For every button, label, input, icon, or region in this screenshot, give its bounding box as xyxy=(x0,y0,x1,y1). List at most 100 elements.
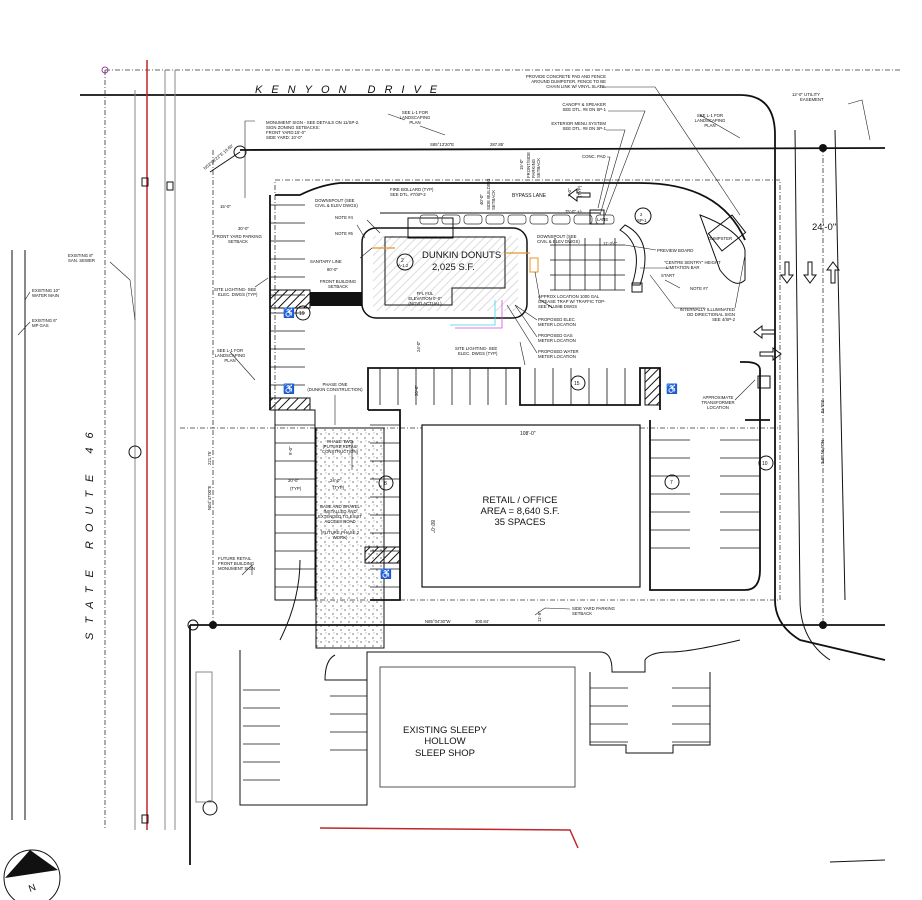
dimension: 11'-5" xyxy=(537,611,542,622)
note-conc-pad: CONC. PAD xyxy=(582,154,606,159)
retail-width: 108'-0" xyxy=(520,431,536,437)
dimension: (TYP) xyxy=(290,486,302,491)
road-name-kenyon-drive: KENYON DRIVE xyxy=(255,84,446,96)
dimension: 7'-0" xyxy=(567,188,572,197)
road-linework xyxy=(11,60,900,863)
preview-board-label: PREVIEW BOARD xyxy=(657,248,693,253)
note-phase-one: PHASE ONE(DUNKIN CONSTRUCTION) xyxy=(307,382,363,392)
note-gas-main: EXISTING 6"MP GAS xyxy=(32,318,58,328)
dimension: 40'-0" xyxy=(479,194,484,205)
sanitary-line-label: SANITARY LINE xyxy=(310,259,342,264)
distance-south: 300.84' xyxy=(475,619,489,624)
dimension: 15'-0" xyxy=(519,159,524,170)
walkway xyxy=(310,292,365,306)
drive-thru-lane xyxy=(380,207,747,293)
queued-car-icon xyxy=(529,214,549,225)
dumpster-label: DUMPSTER xyxy=(708,236,732,241)
hatched-island xyxy=(644,367,661,406)
note-6: NOTE #6 xyxy=(335,231,354,236)
queued-car-icon xyxy=(463,214,483,225)
queued-car-icon xyxy=(441,214,461,225)
stall-count: 10 xyxy=(762,461,768,467)
dimension: 80'-0" xyxy=(327,267,338,272)
bearing-west: N04°47'00"E xyxy=(207,485,212,510)
dimension: 20'-0" xyxy=(414,385,419,396)
dimension: (TYP) xyxy=(577,185,582,197)
bearing-south: N85°04'30"W xyxy=(425,619,452,624)
dunkin-name: DUNKIN DONUTS xyxy=(422,250,501,261)
note-monument-sign: MONUMENT SIGN - SEE DETAILS ON 11/SP-2.S… xyxy=(266,120,359,140)
bearing-north: S85°13'20"E xyxy=(430,142,454,147)
detail-tag-sheet: SP-1 xyxy=(637,218,647,223)
queued-car-icon xyxy=(573,214,593,225)
dimension: 15'-0" xyxy=(220,204,231,209)
traffic-arrow-icons xyxy=(568,188,840,361)
dimension: 24'-0" xyxy=(416,341,421,352)
start-label: START xyxy=(661,273,675,278)
bypass-lane-label: BYPASS LANE xyxy=(512,193,547,199)
phase-two-gravel-area xyxy=(315,427,385,649)
stall-count-markers: 19 15 8 7 10 xyxy=(295,305,774,491)
leader-lines xyxy=(17,86,871,616)
stall-count: 8 xyxy=(384,481,387,487)
dimension: 24'-0" xyxy=(330,478,341,483)
stall-count: 7 xyxy=(670,480,673,486)
north-arrow-icon xyxy=(3,849,61,900)
note-water-main: EXISTING 10"WATER MAIN xyxy=(32,288,60,298)
note-sewer: EXISTING 8"SAN. SEWER xyxy=(68,253,95,263)
existing-sleep-shop xyxy=(195,559,741,806)
distance-north: 287.85' xyxy=(490,142,504,147)
note-fire-bollard: FIRE BOLLARD (TYP)SEE DTL. #7/SP-2 xyxy=(390,187,434,197)
retail-office-building xyxy=(421,424,641,588)
north-label: N xyxy=(27,882,37,895)
detail-tag-number: 2 xyxy=(401,258,404,264)
queued-car-icon xyxy=(551,214,571,225)
queued-car-icon xyxy=(507,214,527,225)
svg-text:♿: ♿ xyxy=(283,383,295,395)
svg-text:♿: ♿ xyxy=(666,383,678,395)
stall-count: 15 xyxy=(574,381,580,387)
queued-car-icon xyxy=(485,214,505,225)
note-7: NOTE #7 xyxy=(690,286,709,291)
dimension: 75'-0" +/- xyxy=(565,209,583,214)
dunkin-area: 2,025 S.F. xyxy=(432,262,475,273)
svg-text:♿: ♿ xyxy=(283,307,295,319)
dimension: 11'-2½" xyxy=(603,241,618,246)
note-4: NOTE #4 xyxy=(335,215,354,220)
detail-tag-number: 2 xyxy=(640,212,643,217)
stall-count: 19 xyxy=(299,311,305,317)
note-front-side-setback: FRONT/SIDEPARKINGSETBACK xyxy=(526,152,541,178)
accessible-parking-icon: ♿♿♿♿ xyxy=(283,307,678,580)
dimension: (TYP) xyxy=(333,485,345,490)
retail-depth: 80'-0" xyxy=(429,520,435,533)
transformer-pad xyxy=(757,375,771,389)
dimension: 24'-0" xyxy=(812,222,836,233)
queued-car-icon xyxy=(419,214,439,225)
